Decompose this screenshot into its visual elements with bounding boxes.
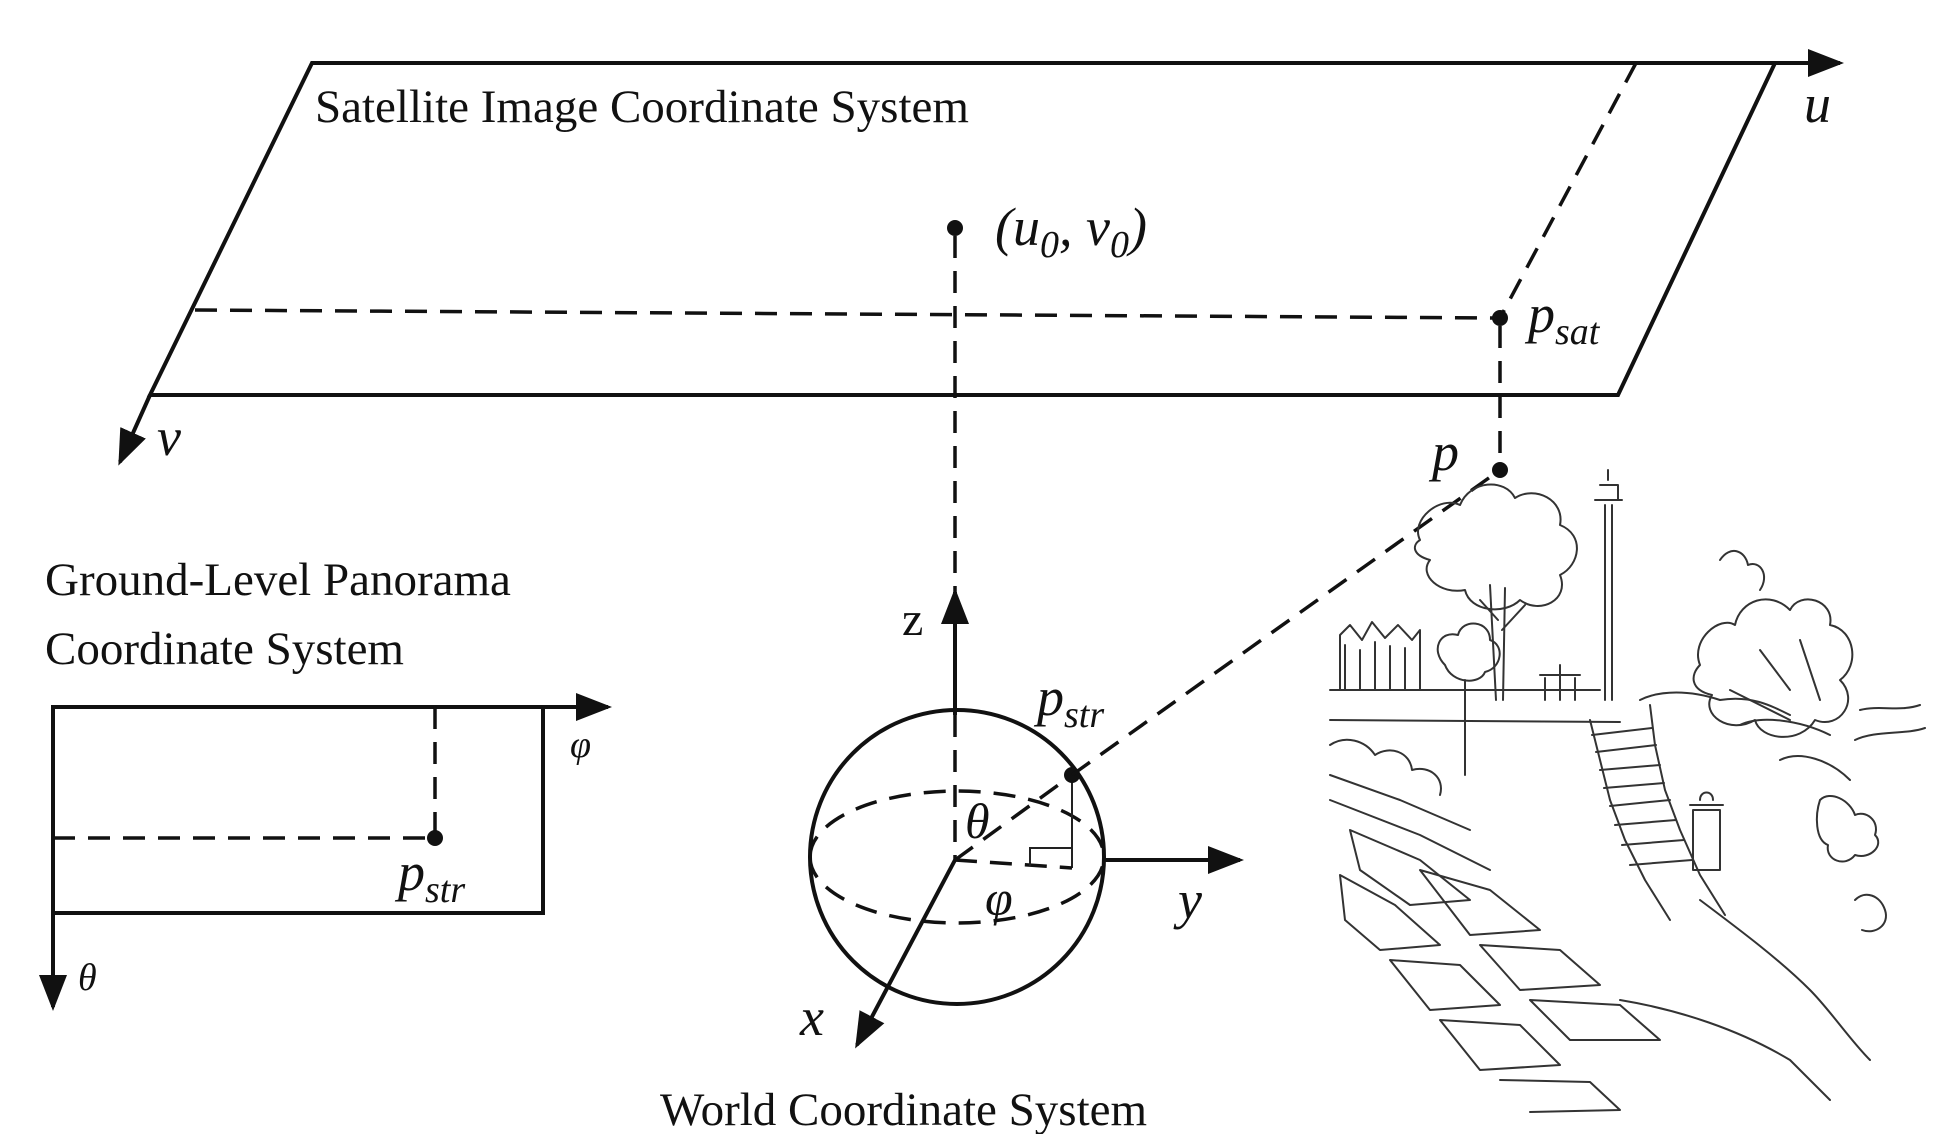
psat-label: psat xyxy=(1524,284,1601,353)
world-title: World Coordinate System xyxy=(660,1084,1147,1134)
p-label: p xyxy=(1428,422,1459,482)
panorama-pstr-label: pstr xyxy=(394,842,465,911)
x-axis-arrow xyxy=(855,859,957,1049)
v-axis-arrow xyxy=(118,394,152,466)
panorama-title-line2: Coordinate System xyxy=(45,623,404,675)
panorama-title-line1: Ground-Level Panorama xyxy=(45,554,511,606)
psat-horizontal-projection xyxy=(194,308,1501,320)
panorama-frame xyxy=(51,705,545,915)
y-axis-label: y xyxy=(1173,870,1202,930)
satellite-plane-group: Satellite Image Coordinate System u v (u… xyxy=(118,49,1844,467)
sphere-pstr-label: pstr xyxy=(1033,667,1104,736)
center-point-u0v0 xyxy=(947,220,963,236)
theta-axis-label: θ xyxy=(78,957,97,999)
pstr-radial-line xyxy=(953,773,1074,862)
sphere-equator-front xyxy=(808,856,1106,925)
street-scene-sketch xyxy=(1329,469,1926,1113)
point-psat xyxy=(1492,310,1508,326)
phi-angle-label: φ xyxy=(985,870,1013,926)
v-axis-label: v xyxy=(157,407,181,467)
panorama-point-pstr xyxy=(427,830,443,846)
psat-diagonal-projection xyxy=(1498,62,1638,319)
center-point-label: (u0, v0) xyxy=(995,197,1147,266)
pstr-to-p-ray xyxy=(1070,468,1502,777)
phi-axis-label: φ xyxy=(570,724,591,766)
u-axis-label: u xyxy=(1804,74,1831,134)
z-axis-label: z xyxy=(902,593,923,646)
phi-ground-projection xyxy=(954,858,1073,870)
sphere-equator-back xyxy=(808,789,1106,858)
theta-angle-label: θ xyxy=(965,793,990,849)
right-angle-marker xyxy=(1029,847,1072,866)
world-group: z y x θ φ pstr World Coordinate System xyxy=(660,468,1502,1134)
satellite-plane-outline xyxy=(146,61,1779,397)
x-axis-label: x xyxy=(799,987,824,1047)
satellite-title: Satellite Image Coordinate System xyxy=(315,81,969,133)
panorama-group: Ground-Level Panorama Coordinate System … xyxy=(39,554,612,1011)
